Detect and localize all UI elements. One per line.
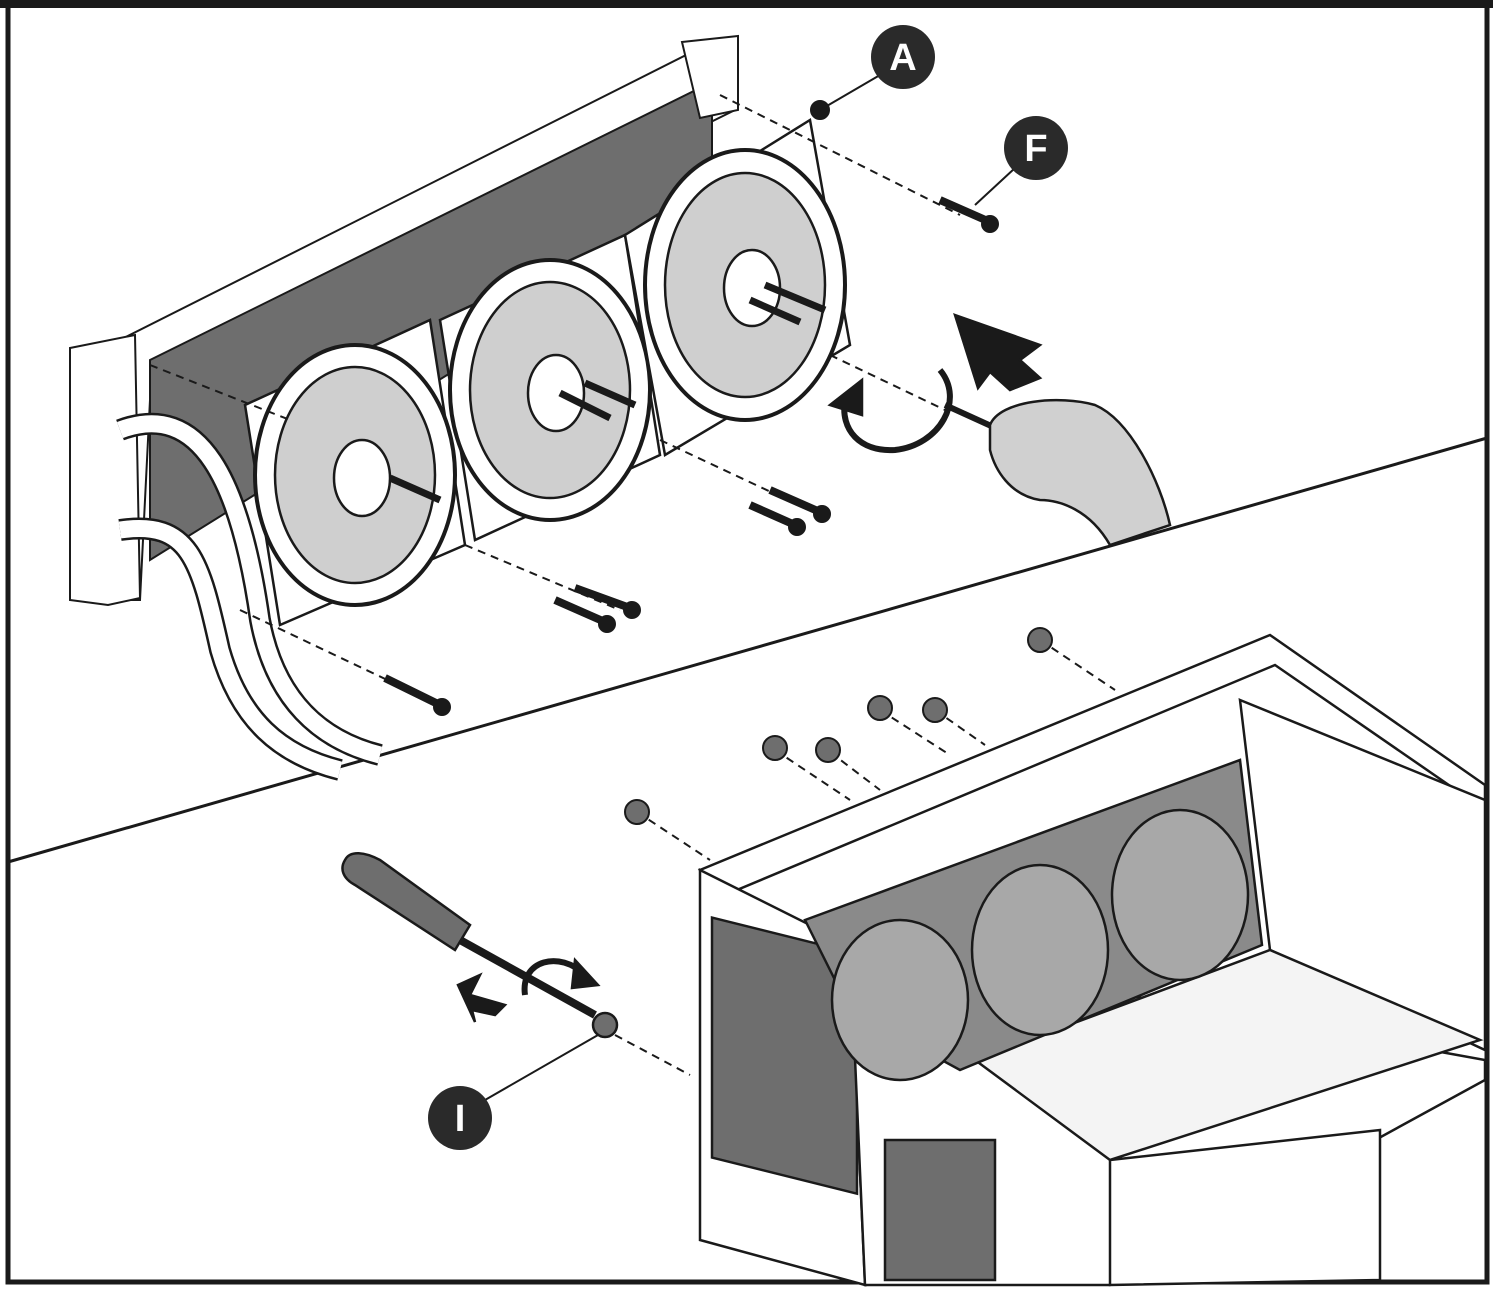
callout-a-label: A: [889, 37, 916, 79]
guide-line-6: [149, 364, 291, 421]
screw-4: [553, 596, 607, 626]
case-screw-6: [624, 799, 650, 825]
coolant-tube-lower-inner: [118, 520, 343, 779]
callout-a-leader: [819, 74, 881, 111]
fan-screw-a: [763, 281, 827, 314]
screw-5-head: [433, 698, 451, 716]
screw-1: [768, 486, 822, 516]
rotation-arrowhead-step2: [570, 957, 601, 990]
screw-3-head: [623, 601, 641, 619]
callout-f-label: F: [1024, 128, 1047, 170]
screw-2-head: [788, 518, 806, 536]
expansion-slots: [883, 1138, 997, 1282]
callout-a-badge: [871, 25, 935, 89]
callout-f-leader: [974, 167, 1016, 206]
fan-3: [623, 117, 852, 457]
screw-4-head: [598, 615, 616, 633]
installed-fan-2: [970, 863, 1110, 1037]
hand-with-screwdriver: [827, 312, 1172, 547]
guide-line-2: [829, 354, 946, 411]
radiator-end-cap-left: [69, 333, 142, 607]
case-screw-2: [922, 697, 948, 723]
screw-2: [748, 501, 797, 529]
fan-1-hub: [332, 438, 392, 518]
screw-i: [591, 1011, 619, 1039]
case-guide-1: [1039, 639, 1116, 691]
pull-arrow: [456, 972, 508, 1023]
step-divider-line: [7, 436, 1488, 864]
callout-i-leader: [484, 1034, 599, 1101]
case-screws: [614, 627, 1116, 1076]
rotation-arrow-step1: [841, 368, 953, 454]
screw-f-head: [981, 215, 999, 233]
case-screw-4: [815, 737, 841, 763]
case-floor: [972, 948, 1484, 1162]
case-guide-5: [774, 749, 851, 801]
hand: [988, 398, 1172, 547]
screw-f: [938, 196, 992, 226]
screwdriver: [341, 852, 619, 1039]
case-guide-7: [614, 1034, 691, 1076]
pc-case: [697, 633, 1487, 1287]
push-arrow: [953, 312, 1043, 392]
psu-bay: [1108, 1128, 1382, 1287]
callout-f-badge: [1004, 116, 1068, 180]
screw-5: [383, 674, 442, 709]
case-guide-6: [636, 811, 711, 861]
case-screw-1: [1027, 627, 1053, 653]
fan-1: [243, 318, 467, 627]
fan-screws: [149, 94, 999, 716]
coolant-tube-upper-inner: [117, 415, 383, 764]
case-guide-4: [829, 751, 881, 791]
fan-screw-b: [748, 296, 802, 326]
fans-group: [243, 117, 852, 627]
callout-i: I: [428, 1034, 599, 1150]
callout-a: A: [819, 25, 935, 111]
rotation-arrowhead-step1: [827, 377, 864, 417]
case-guide-2: [934, 709, 986, 746]
fan-2: [438, 233, 662, 542]
screw-3: [573, 584, 632, 612]
case-screw-3: [867, 695, 893, 721]
case-screw-5: [762, 735, 788, 761]
callout-f: F: [974, 116, 1068, 206]
callout-i-label: I: [455, 1098, 466, 1140]
fan-screw-e: [388, 474, 442, 504]
callout-i-badge: [428, 1086, 492, 1150]
fan-2-hub: [526, 353, 586, 433]
top-bar: [0, 0, 1493, 8]
fan-screw-c: [583, 379, 637, 409]
fan-screw-d: [558, 389, 612, 422]
guide-line-1: [719, 94, 961, 216]
installed-fan-3: [1110, 808, 1250, 982]
screw-1-head: [813, 505, 831, 523]
installed-fan-1: [830, 918, 970, 1082]
